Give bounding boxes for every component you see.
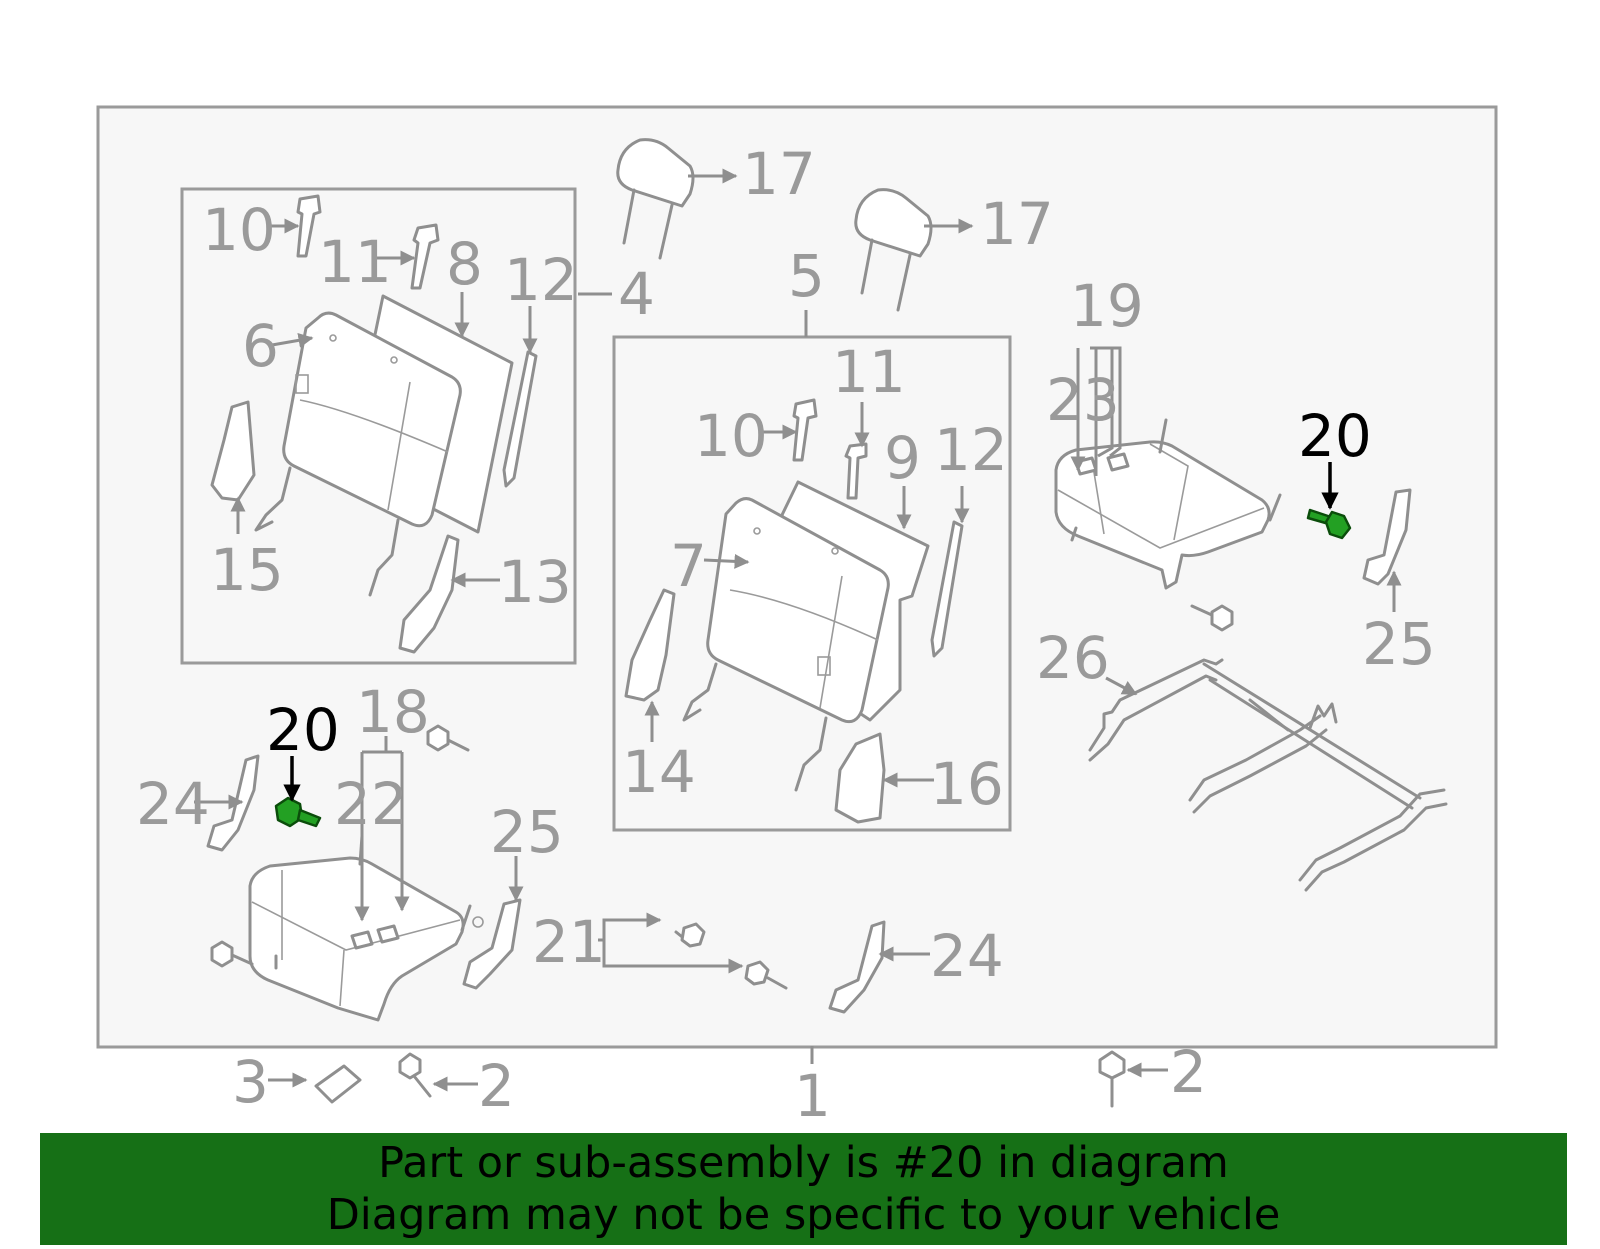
callout-17: 17	[742, 140, 816, 208]
callout-11: 11	[832, 338, 906, 406]
callout-25: 25	[490, 798, 564, 866]
callout-20-highlighted: 20	[266, 696, 340, 764]
callout-26: 26	[1036, 624, 1110, 692]
center-seatback-drawing	[624, 398, 964, 824]
left-seatback-group-box	[180, 187, 577, 665]
right-cushion-drawing	[1054, 418, 1412, 632]
callout-3: 3	[232, 1048, 269, 1116]
seat-frame-drawing	[1088, 658, 1448, 892]
highlighted-bolt-20-right[interactable]	[1306, 508, 1352, 540]
callout-10: 10	[202, 196, 276, 264]
banner-disclaimer-line: Diagram may not be specific to your vehi…	[326, 1190, 1281, 1240]
callout-7: 7	[670, 532, 707, 600]
callout-1: 1	[794, 1062, 831, 1130]
callout-15: 15	[210, 536, 284, 604]
bottom-hardware-drawing	[314, 1050, 1126, 1108]
callout-6: 6	[242, 312, 279, 380]
leader-lines	[194, 168, 1402, 1092]
callout-9: 9	[884, 424, 921, 492]
callout-22: 22	[334, 770, 408, 838]
callout-8: 8	[446, 230, 483, 298]
callout-20-highlighted: 20	[1298, 402, 1372, 470]
callout-16: 16	[930, 750, 1004, 818]
callout-10: 10	[694, 402, 768, 470]
banner-part-line: Part or sub-assembly is #20 in diagram	[378, 1138, 1229, 1188]
headrest-drawings	[616, 138, 933, 312]
callout-labels: 10 11 8 12 4 6 15 13 17 17 5 11 10 9 12 …	[136, 140, 1436, 1130]
center-seatback-group-box	[612, 335, 1012, 832]
callout-24: 24	[136, 770, 210, 838]
callout-13: 13	[498, 548, 572, 616]
callout-14: 14	[622, 738, 696, 806]
callout-18: 18	[356, 678, 430, 746]
callout-21: 21	[532, 908, 606, 976]
callout-25: 25	[1362, 610, 1436, 678]
callout-2: 2	[1170, 1038, 1207, 1106]
callout-12: 12	[504, 246, 578, 314]
part-info-banner: Part or sub-assembly is #20 in diagram D…	[40, 1133, 1567, 1245]
callout-12: 12	[934, 416, 1008, 484]
callout-11: 11	[318, 228, 392, 296]
callout-4: 4	[618, 260, 655, 328]
callout-23: 23	[1046, 366, 1120, 434]
left-seatback-drawing	[210, 194, 538, 654]
callout-24: 24	[930, 922, 1004, 990]
callout-17: 17	[980, 190, 1054, 258]
callout-2: 2	[478, 1052, 515, 1120]
callout-19: 19	[1070, 272, 1144, 340]
callout-5: 5	[788, 242, 825, 310]
left-cushion-drawing	[206, 724, 886, 1022]
